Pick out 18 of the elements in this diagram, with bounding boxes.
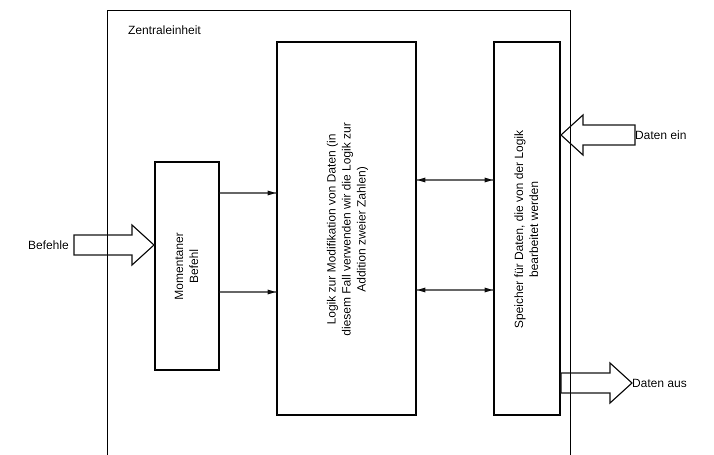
block-arrow — [73, 224, 155, 266]
signal-label: Daten aus — [632, 375, 688, 391]
signal-label: Daten ein — [635, 127, 688, 143]
block-arrow — [560, 362, 633, 404]
block-arrow — [560, 114, 636, 156]
arrow — [417, 288, 493, 292]
unit-frame — [107, 10, 571, 455]
arrow — [417, 178, 493, 182]
arrow — [220, 190, 276, 196]
block-label: Momentaner Befehl — [172, 231, 202, 302]
block-box — [154, 161, 220, 371]
signal-label: Befehle — [28, 237, 70, 253]
frame-heading: Zentraleinheit — [128, 23, 201, 37]
arrow — [220, 290, 276, 294]
block-label: Logik zur Modifikation von Daten (in diesem Fall verwenden wir die Logik zur Addition zweier Zahlen) — [324, 121, 369, 336]
block-box — [493, 41, 561, 416]
block-box — [276, 41, 417, 416]
block-label: Speicher für Daten, die von der Logik bearbeitet werden — [512, 128, 542, 330]
